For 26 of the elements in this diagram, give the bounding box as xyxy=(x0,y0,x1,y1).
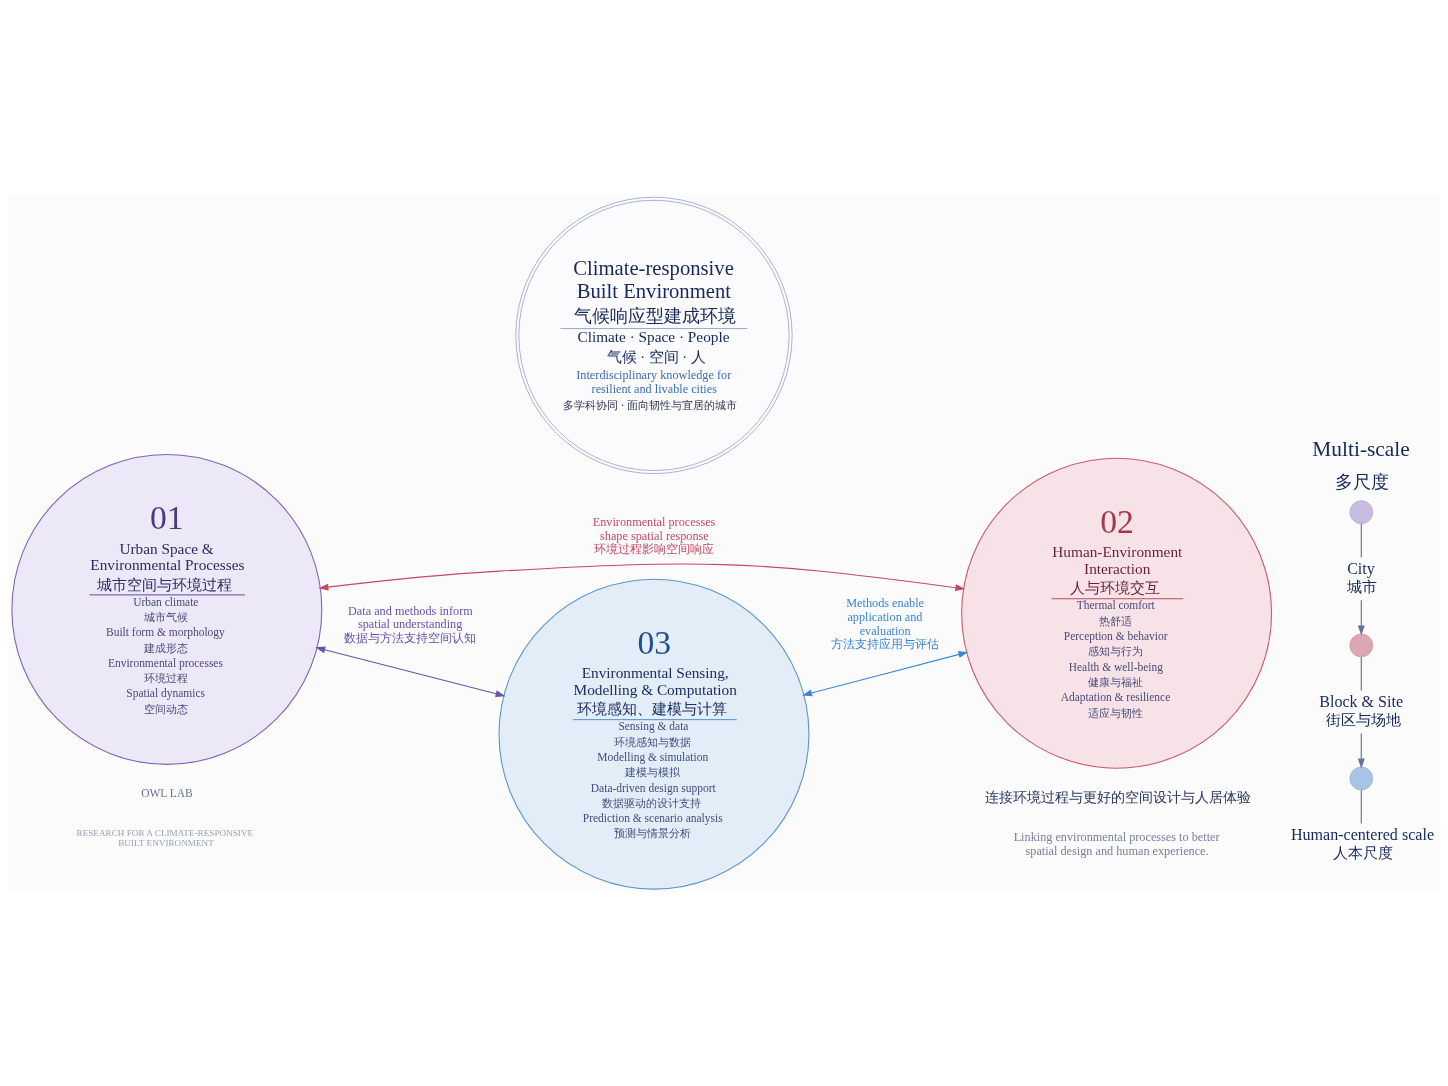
connector xyxy=(1360,523,1362,558)
node-text: City 城市 xyxy=(1346,560,1377,595)
arrow xyxy=(1357,599,1365,636)
arrow xyxy=(1357,732,1365,769)
node-circle: 02 Human-Environment Interaction 人与环境交互 Thermal comfort 热舒适 Perception & behavior 感知与行为 Health & well-being 健康与福祉 Adaptation & resilience 适应与韧性 xyxy=(961,457,1273,769)
label: Linking environmental processes to better spatial design and human experience. xyxy=(1013,830,1220,858)
connector xyxy=(1360,789,1362,825)
node-text: Block & Site 街区与场地 xyxy=(1319,693,1404,729)
label: OWL LAB xyxy=(141,787,193,800)
label: 多尺度 xyxy=(1334,471,1389,492)
edge-label: Methods enable application and evaluation 方法支持应用与评估 xyxy=(830,595,939,652)
edge-label: Data and methods inform spatial understanding 数据与方法支持空间认知 xyxy=(343,603,476,646)
connector xyxy=(1360,656,1362,691)
node-circle: 03 Environmental Sensing, Modelling & Computation 环境感知、建模与计算 Sensing & data 环境感知与数据 Modelling & simulation 建模与模拟 Data-driven design support 数据驱动的设计支持 Prediction & scenario analysis 预测与情景分析 xyxy=(498,578,810,890)
node-circle: 01 Urban Space & Environmental Processes 城市空间与环境过程 Urban climate 城市气候 Built form & morphology 建成形态 Environmental processes 环境过程 Spatial dynamics 空间动态 xyxy=(11,453,323,765)
arrow xyxy=(315,646,506,698)
arrow xyxy=(802,651,969,697)
label: RESEARCH FOR A CLIMATE-RESPONSIVE BUILT ENVIRONMENT xyxy=(76,828,254,849)
edge-label: Environmental processes shape spatial response 环境过程影响空间响应 xyxy=(592,514,716,557)
label: 连接环境过程与更好的空间设计与人居体验 xyxy=(985,789,1252,805)
node-circle xyxy=(1349,766,1374,791)
node-text: Human-centered scale 人本尺度 xyxy=(1290,826,1435,862)
arrow xyxy=(318,563,966,592)
node-circle xyxy=(1349,500,1374,525)
node-circle xyxy=(1349,633,1374,658)
label: Multi-scale xyxy=(1312,437,1410,462)
